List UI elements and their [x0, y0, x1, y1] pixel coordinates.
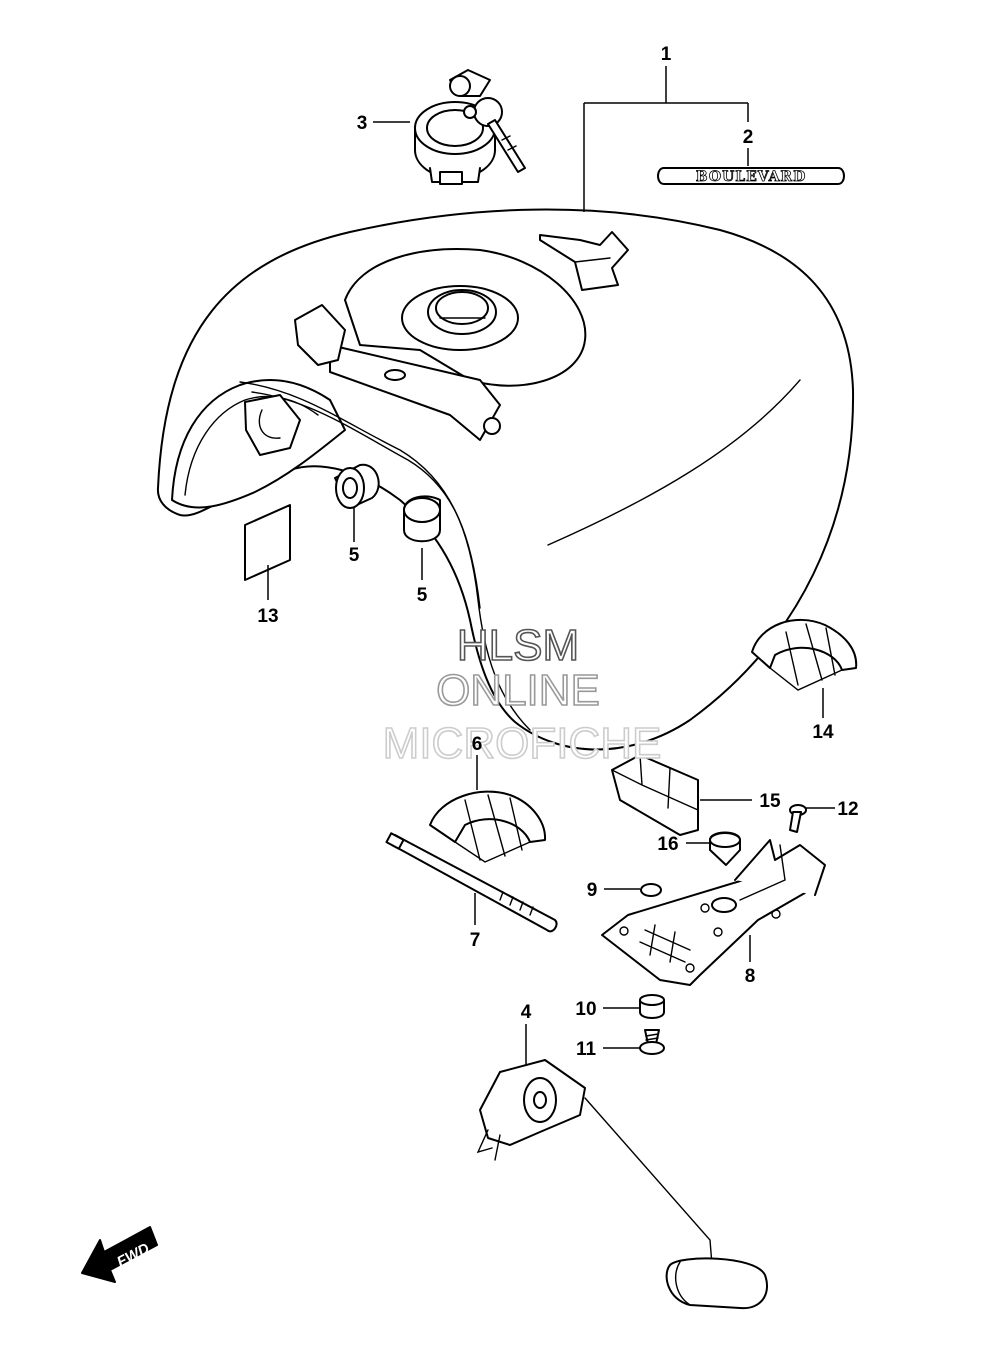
callout-6: 6: [472, 734, 483, 755]
callout-10: 10: [575, 999, 596, 1020]
watermark-line1: HLSM: [457, 621, 579, 670]
callout-3: 3: [357, 113, 368, 134]
boulevard-emblem: BOULEVARD: [657, 167, 845, 185]
grommet-10: [639, 994, 665, 1019]
callout-1: 1: [661, 44, 672, 65]
damper-block: [611, 754, 699, 836]
cushion-upper: [334, 463, 380, 509]
bolt-11: [639, 1029, 665, 1055]
emblem-text: BOULEVARD: [696, 169, 806, 185]
callout-14: 14: [812, 722, 834, 743]
washer-9: [640, 883, 662, 897]
tank-cushion-6: [429, 790, 547, 863]
cable-tie: [385, 832, 558, 933]
fuel-tank: [156, 208, 855, 751]
watermark-line2: ONLINE: [436, 666, 600, 715]
callout-7: 7: [470, 930, 481, 951]
tank-cushion-14: [751, 618, 858, 691]
cap-lower: [403, 495, 441, 543]
callout-5b: 5: [417, 585, 428, 606]
fuel-pump-plate: [601, 839, 826, 986]
stopper-16: [709, 831, 741, 866]
callout-8: 8: [745, 966, 756, 987]
callout-13: 13: [257, 606, 278, 627]
callout-15: 15: [759, 791, 781, 812]
callout-12: 12: [837, 799, 858, 820]
callout-2: 2: [743, 127, 754, 148]
screw-12: [789, 804, 807, 833]
callouts: 1 2 3 4 5 5 6 7 8 9 10 11 12 13 14 15 16: [257, 44, 858, 1060]
leader-lines: [267, 66, 835, 1066]
callout-16: 16: [657, 834, 678, 855]
callout-9: 9: [587, 880, 598, 901]
callout-5a: 5: [349, 545, 360, 566]
callout-4: 4: [521, 1002, 532, 1023]
forward-direction-arrow: FWD: [81, 1226, 158, 1283]
fuel-level-gauge: [476, 1059, 768, 1310]
fuel-cap-assembly: [414, 69, 526, 185]
watermark: HLSM ONLINE MICROFICHE: [382, 620, 662, 769]
watermark-line3: MICROFICHE: [383, 719, 662, 768]
caution-label: [244, 504, 291, 581]
callout-11: 11: [576, 1039, 597, 1060]
